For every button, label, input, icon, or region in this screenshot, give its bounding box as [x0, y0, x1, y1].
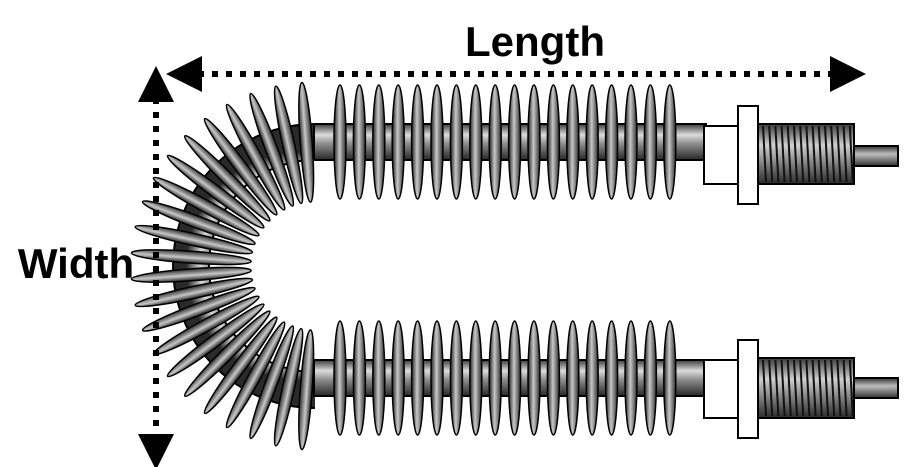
fin-top-16: [624, 84, 638, 200]
fin-top-12: [546, 84, 561, 200]
fin-top-15: [604, 84, 619, 200]
length-label: Length: [465, 18, 605, 65]
fin-top-8: [469, 84, 483, 200]
thread-line: [762, 125, 767, 183]
thread-line: [824, 359, 829, 417]
fin-top-3: [372, 84, 386, 200]
fin-top-13: [566, 84, 580, 200]
bottom-terminal: [703, 339, 899, 439]
thread-line: [830, 125, 836, 183]
fin-bottom-16: [624, 320, 638, 436]
fin-bottom-10: [507, 320, 522, 436]
fin-bottom-4: [391, 320, 405, 436]
thread-line: [768, 359, 774, 417]
fin-bottom-12: [546, 320, 561, 436]
fin-bottom-3: [372, 320, 386, 436]
thread-line: [774, 125, 780, 183]
fin-bend-20: [249, 325, 295, 440]
fin-bottom-6: [430, 320, 444, 436]
fin-bottom-9: [488, 320, 502, 436]
bottom-thread-lines: [762, 359, 854, 417]
fin-bottom-8: [469, 320, 483, 436]
fin-top-14: [585, 84, 599, 200]
thread-line: [811, 359, 817, 417]
fin-bend-17: [183, 310, 271, 398]
fin-bend-4: [225, 103, 286, 211]
fin-bend-3: [249, 92, 295, 207]
thread-line: [817, 359, 823, 417]
top-terminal-rod: [853, 145, 899, 167]
top-thread-lines: [762, 125, 854, 183]
thread-line: [768, 125, 774, 183]
fin-top-11: [527, 84, 541, 200]
fin-bend-22: [298, 329, 315, 451]
fin-bend-5: [203, 117, 278, 216]
thread-line: [811, 125, 817, 183]
thread-line: [824, 125, 829, 183]
fin-bottom-14: [585, 320, 599, 436]
fin-top-10: [507, 84, 522, 200]
bottom-terminal-rod: [853, 377, 899, 399]
thread-line: [799, 359, 805, 417]
thread-line: [774, 359, 780, 417]
fin-top-6: [430, 84, 444, 200]
fin-bottom-13: [566, 320, 580, 436]
fin-bend-21: [273, 327, 304, 447]
fins-front-layer: [130, 81, 677, 451]
thread-line: [793, 125, 798, 183]
bottom-fitting-sleeve: [703, 359, 739, 419]
thread-line: [786, 359, 792, 417]
fin-bottom-18: [663, 320, 677, 436]
fin-bottom-1: [333, 320, 347, 436]
fin-bend-19: [225, 321, 286, 429]
fin-bottom-2: [352, 320, 367, 436]
fin-top-18: [663, 84, 677, 200]
fin-top-9: [488, 84, 502, 200]
thread-line: [793, 359, 798, 417]
fin-top-5: [410, 84, 425, 200]
fin-top-1: [333, 84, 347, 200]
fin-bend-6: [183, 134, 271, 222]
top-fitting-flange: [737, 105, 759, 205]
fin-bottom-7: [449, 320, 464, 436]
thread-line: [805, 359, 811, 417]
bottom-fitting-flange: [737, 339, 759, 439]
top-terminal: [703, 105, 899, 205]
thread-line: [762, 359, 767, 417]
thread-line: [780, 125, 786, 183]
thread-line: [830, 359, 836, 417]
thread-line: [817, 125, 823, 183]
thread-line: [848, 125, 854, 183]
thread-line: [786, 125, 792, 183]
thread-line: [842, 359, 848, 417]
fin-bottom-5: [410, 320, 425, 436]
width-label: Width: [18, 240, 134, 287]
thread-line: [836, 359, 842, 417]
fin-bottom-17: [643, 320, 658, 436]
thread-line: [848, 359, 854, 417]
fin-top-4: [391, 84, 405, 200]
thread-line: [805, 125, 811, 183]
fin-top-7: [449, 84, 464, 200]
top-fitting-sleeve: [703, 125, 739, 185]
fin-bend-18: [203, 316, 278, 415]
thread-line: [842, 125, 848, 183]
thread-line: [836, 125, 842, 183]
fin-top-17: [643, 84, 658, 200]
fin-bottom-11: [527, 320, 541, 436]
fin-top-2: [352, 84, 367, 200]
thread-line: [799, 125, 805, 183]
thread-line: [780, 359, 786, 417]
fin-bottom-15: [604, 320, 619, 436]
